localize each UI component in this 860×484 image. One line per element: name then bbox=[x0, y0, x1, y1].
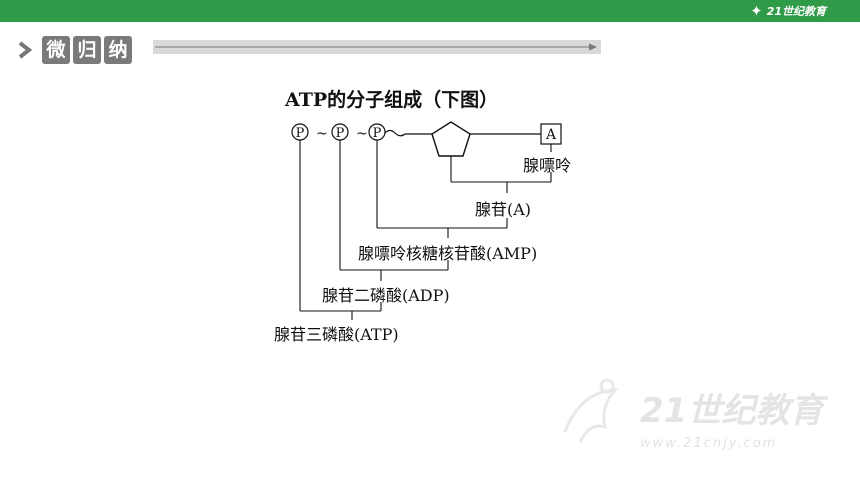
label-amp: 腺嘌呤核糖核苷酸(AMP) bbox=[358, 244, 538, 263]
phosphate-group-1: P bbox=[291, 123, 309, 141]
phosphate-label: P bbox=[296, 126, 305, 141]
brand-logo-text: 21世纪教育 bbox=[766, 5, 826, 18]
top-banner: ✦ 21世纪教育 bbox=[0, 0, 860, 22]
section-title-char: 归 bbox=[73, 36, 101, 64]
label-adp: 腺苷二磷酸(ADP) bbox=[322, 286, 450, 305]
section-divider bbox=[153, 40, 601, 54]
watermark-logo: 21世纪教育 www.21cnjy.com bbox=[563, 378, 828, 451]
high-energy-bond-1: ~ bbox=[316, 126, 328, 142]
runner-logo-icon: ✦ bbox=[750, 2, 763, 20]
brand-logo: ✦ 21世纪教育 bbox=[750, 1, 826, 21]
phosphate-ribose-bond bbox=[384, 129, 432, 137]
section-title-char: 微 bbox=[42, 36, 70, 64]
high-energy-bond-2: ~ bbox=[356, 126, 368, 142]
diagram-title: ATP的分子组成（下图） bbox=[285, 89, 499, 111]
label-adenosine: 腺苷(A) bbox=[475, 200, 532, 219]
watermark-url: www.21cnjy.com bbox=[640, 436, 777, 451]
section-title-char: 纳 bbox=[104, 36, 132, 64]
ribose-pentagon bbox=[431, 121, 471, 157]
adenine-symbol: A bbox=[545, 127, 557, 143]
label-adenine: 腺嘌呤 bbox=[523, 156, 572, 175]
phosphate-label: P bbox=[336, 126, 345, 141]
phosphate-label: P bbox=[373, 126, 382, 141]
bracket-lines bbox=[299, 140, 552, 320]
phosphate-group-3: P bbox=[368, 123, 386, 141]
phosphate-group-2: P bbox=[331, 123, 349, 141]
chevron-right-icon bbox=[18, 41, 33, 59]
watermark-logo-text: 21世纪教育 bbox=[640, 391, 828, 431]
label-atp: 腺苷三磷酸(ATP) bbox=[274, 325, 399, 344]
section-title: 微 归 纳 bbox=[42, 36, 132, 64]
